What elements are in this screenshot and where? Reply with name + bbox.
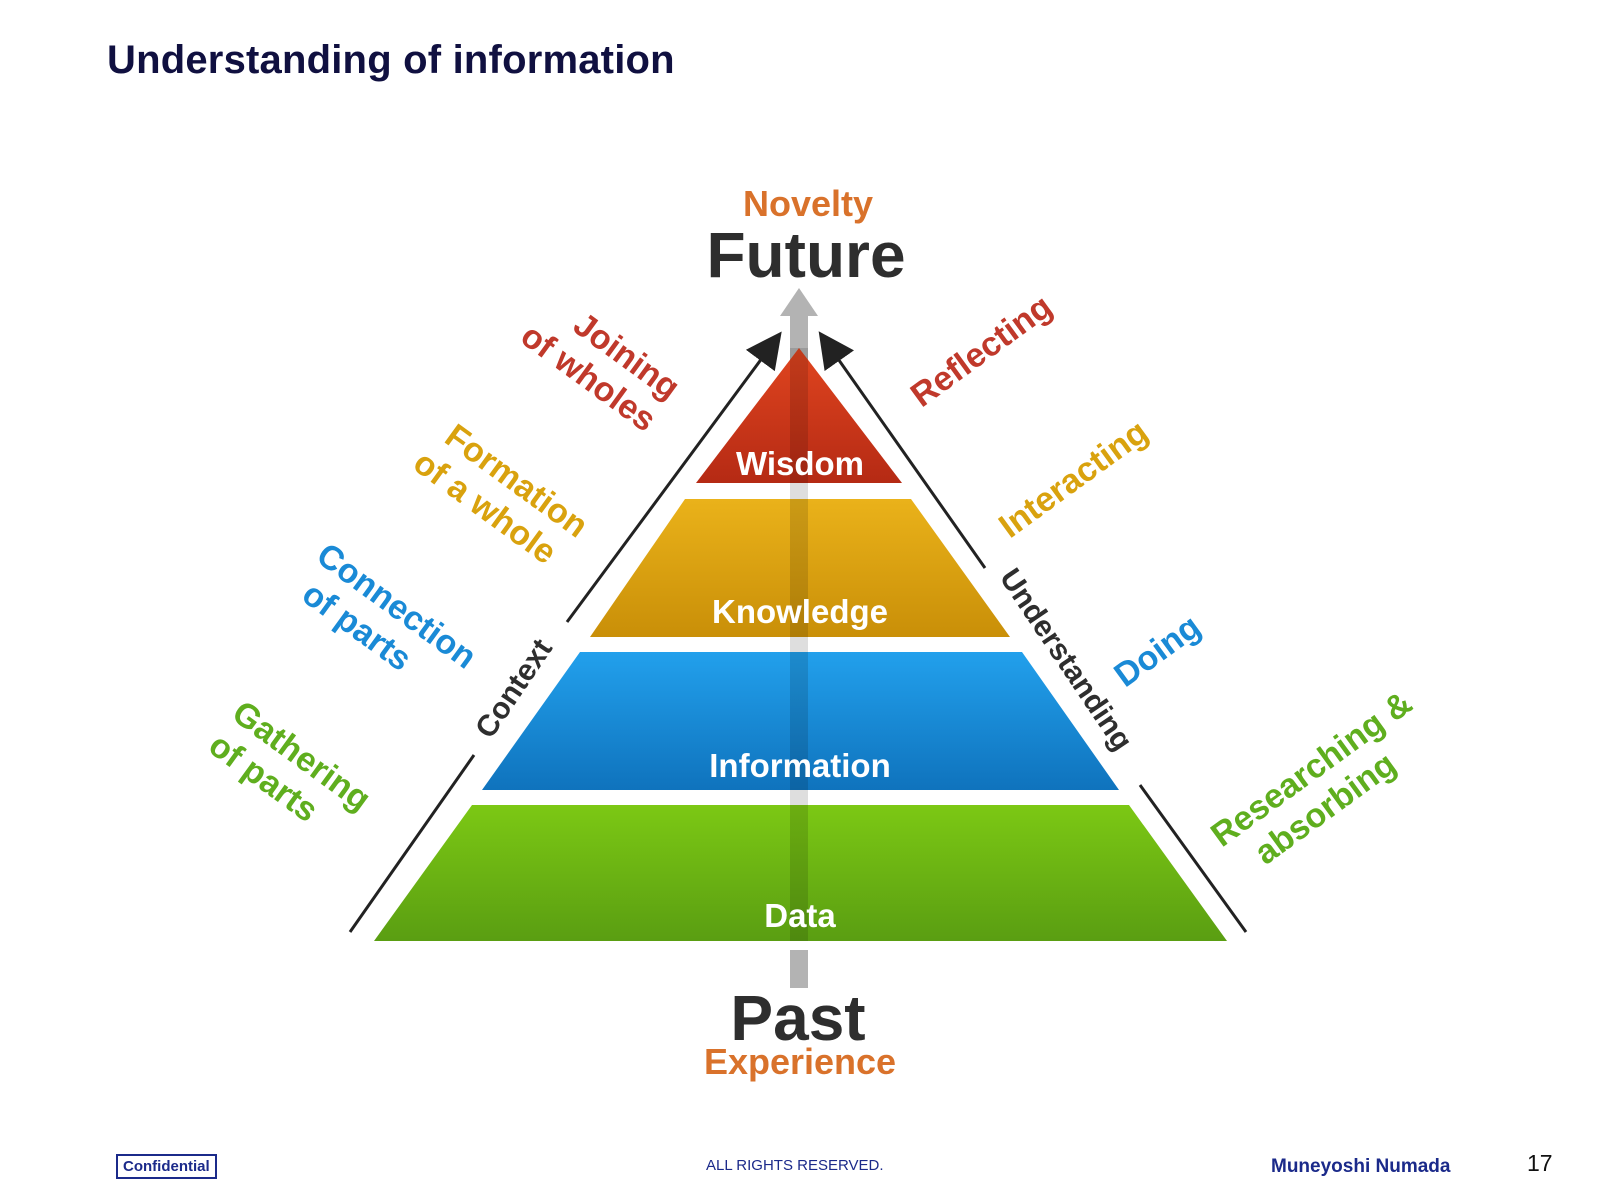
- page-number: 17: [1527, 1150, 1553, 1176]
- pyramid-layer-data: [374, 805, 1227, 941]
- right-phrase-line1: Reflecting: [904, 287, 1059, 414]
- right-phrase-reflecting: Reflecting: [904, 287, 1059, 414]
- past-label: Past: [730, 982, 865, 1054]
- right-phrase-line1: Interacting: [992, 413, 1155, 546]
- context-arrow-line-upper: [565, 331, 782, 623]
- context-arrow-line-lower: [348, 754, 476, 933]
- pyramid-label-data: Data: [764, 897, 836, 934]
- right-phrase-line1: Doing: [1107, 607, 1207, 694]
- rights-text: ALL RIGHTS RESERVED.: [706, 1157, 884, 1174]
- left-phrase-gathering: Gathering of parts: [202, 694, 378, 830]
- left-phrase-formation: Formation of a whole: [406, 417, 594, 572]
- understanding-arrow-line-upper: [818, 331, 987, 569]
- pyramid-layer-knowledge: [590, 499, 1010, 637]
- pyramid-layer-wisdom: [696, 348, 902, 483]
- slide-title: Understanding of information: [107, 38, 675, 82]
- experience-label: Experience: [704, 1041, 896, 1082]
- right-phrase-doing: Doing: [1107, 607, 1207, 694]
- right-phrase-interacting: Interacting: [992, 413, 1155, 546]
- pyramid-label-wisdom: Wisdom: [736, 445, 864, 482]
- pyramid-label-information: Information: [709, 747, 890, 784]
- novelty-label: Novelty: [743, 183, 873, 224]
- pyramid-layer-information: [482, 652, 1119, 790]
- future-label: Future: [706, 219, 905, 291]
- author-name: Muneyoshi Numada: [1271, 1156, 1451, 1177]
- right-phrase-researching: Researching & absorbing: [1204, 684, 1419, 872]
- pyramid-label-knowledge: Knowledge: [712, 593, 888, 630]
- understanding-arrow-line-lower: [1138, 784, 1248, 933]
- left-phrase-joining: Joining of wholes: [514, 305, 687, 439]
- up-arrow-icon: [780, 288, 818, 364]
- left-phrase-connection: Connection of parts: [295, 536, 483, 679]
- confidential-badge: Confidential: [116, 1154, 217, 1179]
